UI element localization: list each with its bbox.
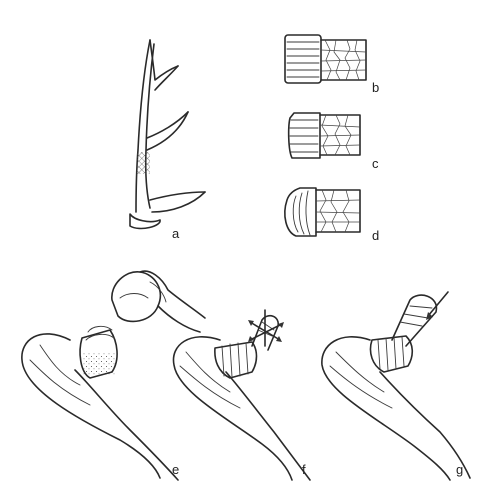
label-f: f <box>302 462 306 477</box>
label-b: b <box>372 80 379 95</box>
label-e: e <box>172 462 179 477</box>
panel-b-plug <box>284 34 367 84</box>
panel-g-pressing <box>321 291 471 481</box>
label-c: c <box>372 156 379 171</box>
label-a: a <box>172 226 180 241</box>
panel-f-rotation <box>172 309 311 481</box>
panel-a-antler <box>129 39 206 230</box>
panel-e-insertion <box>21 270 206 481</box>
panel-c-plug <box>287 112 361 159</box>
panel-d-plug <box>284 187 361 237</box>
label-d: d <box>372 228 379 243</box>
label-g: g <box>456 462 463 477</box>
